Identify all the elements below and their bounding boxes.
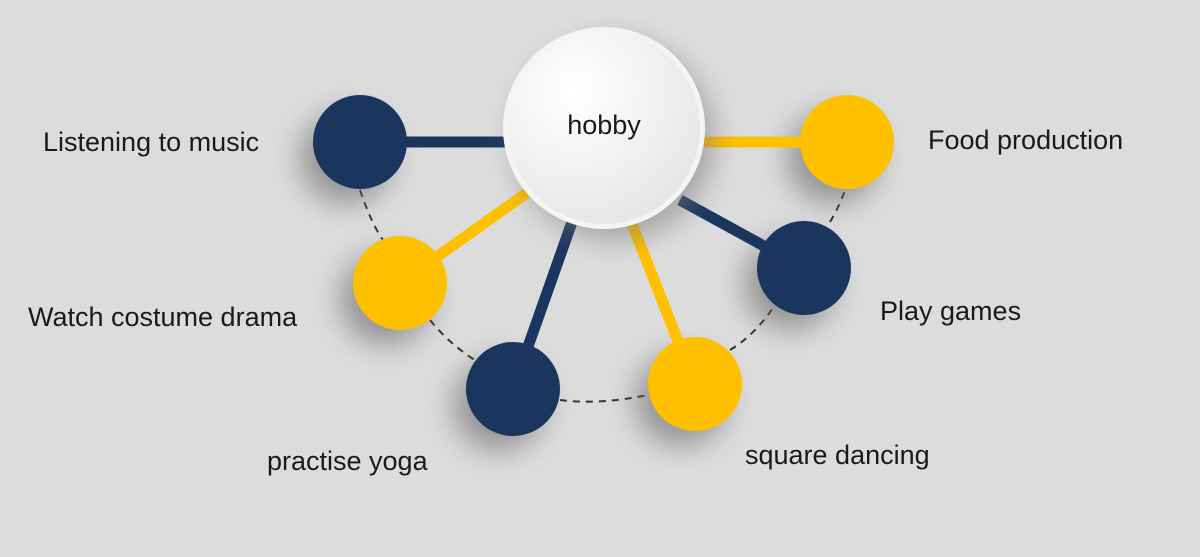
hobby-node-square-dancing <box>648 337 742 431</box>
hobby-node-practise-yoga <box>466 342 560 436</box>
label-practise-yoga: practise yoga <box>267 446 428 476</box>
hobby-node-play-games <box>757 221 851 315</box>
center-label: hobby <box>567 110 641 140</box>
label-food-production: Food production <box>928 125 1124 155</box>
label-watch-costume-drama: Watch costume drama <box>28 302 298 332</box>
hobby-node-listening-to-music <box>313 95 407 189</box>
hobby-node-watch-costume-drama <box>353 236 447 330</box>
label-play-games: Play games <box>880 296 1022 326</box>
dashed-connector-arc <box>359 189 846 403</box>
center-node <box>503 27 714 240</box>
label-listening-to-music: Listening to music <box>43 127 260 157</box>
label-square-dancing: square dancing <box>745 440 930 470</box>
hobby-node-food-production <box>800 95 894 189</box>
